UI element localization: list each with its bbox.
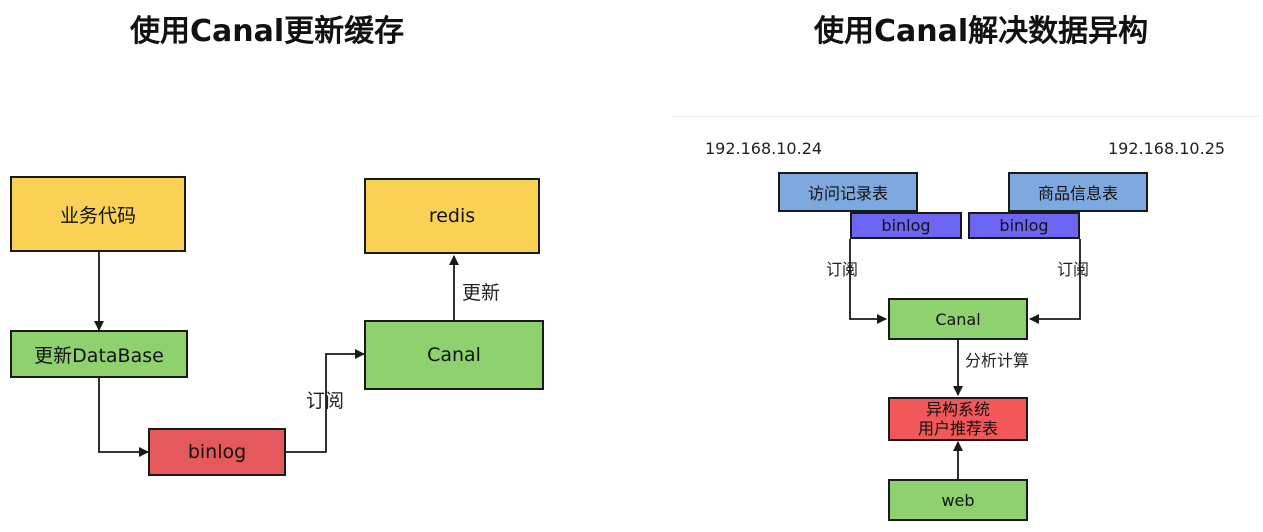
- binlog-node: binlog: [148, 428, 286, 476]
- edge-label-subscribe-left: 订阅: [826, 260, 859, 279]
- web-node: web: [888, 479, 1028, 521]
- edge-label-subscribe: 订阅: [306, 390, 345, 412]
- ip-label-left: 192.168.10.24: [705, 139, 823, 158]
- heterogeneous-system-node: 异构系统 用户推荐表: [888, 397, 1028, 441]
- redis-node: redis: [364, 178, 540, 254]
- hetero-line-2: 用户推荐表: [917, 419, 998, 438]
- product-info-table-node: 商品信息表: [1008, 172, 1148, 212]
- edge-binlog-right-to-canal: [1029, 239, 1081, 324]
- binlog-right-node: binlog: [968, 212, 1080, 239]
- edge-label-analyze: 分析计算: [965, 351, 1030, 370]
- edge-db-to-binlog: [98, 378, 149, 457]
- left-diagram-title: 使用Canal更新缓存: [130, 14, 405, 49]
- right-diagram-title: 使用Canal解决数据异构: [814, 14, 1149, 49]
- ip-label-right: 192.168.10.25: [1108, 139, 1226, 158]
- canal-node-right: Canal: [888, 298, 1028, 340]
- update-database-node: 更新DataBase: [10, 330, 188, 378]
- right-panel-divider: [672, 116, 1260, 117]
- edge-binlog-left-to-canal: [849, 239, 887, 324]
- access-log-table-node: 访问记录表: [778, 172, 918, 212]
- edge-label-update: 更新: [462, 282, 501, 304]
- edge-label-subscribe-right: 订阅: [1057, 260, 1090, 279]
- business-code-node: 业务代码: [10, 176, 186, 252]
- hetero-line-1: 异构系统: [925, 400, 990, 419]
- canal-node: Canal: [364, 320, 544, 390]
- binlog-left-node: binlog: [850, 212, 962, 239]
- edge-binlog-to-canal: [286, 349, 365, 453]
